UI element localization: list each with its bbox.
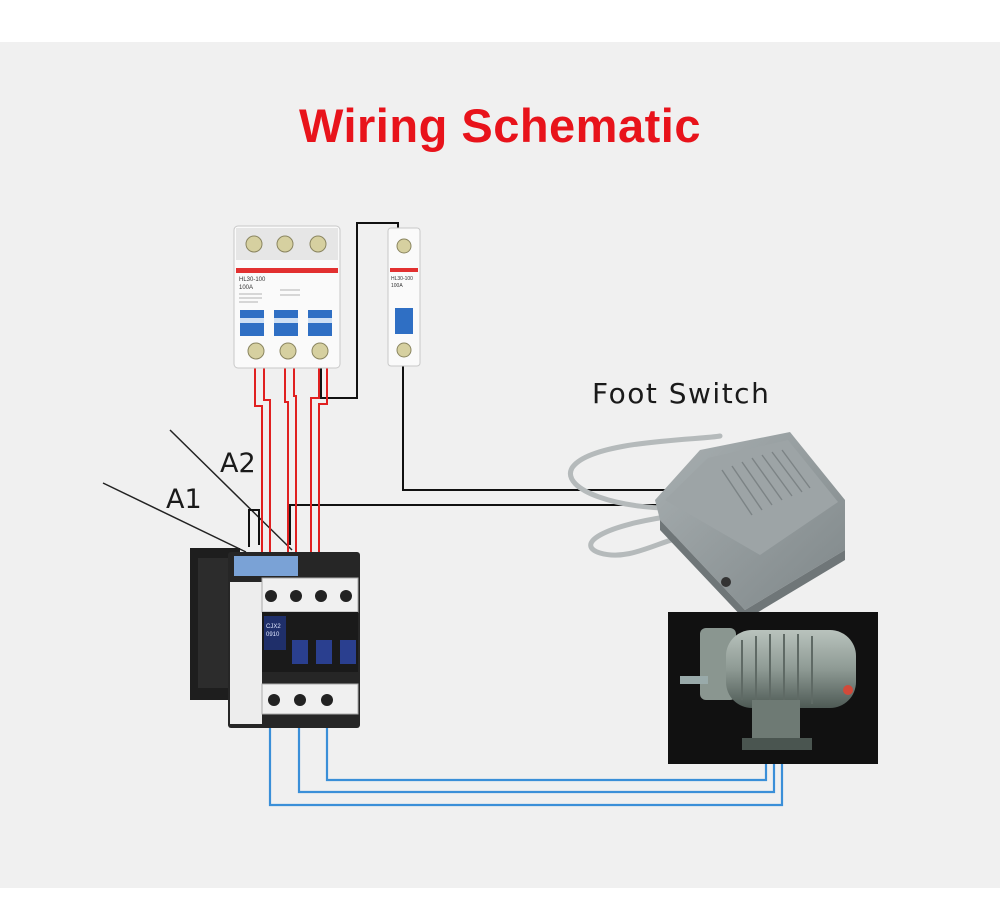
breaker-3p-model: HL30-100: [239, 277, 266, 283]
contactor: CJX2 0910: [190, 548, 360, 728]
breaker-top-screws: [245, 235, 327, 253]
a1-label: A1: [166, 484, 202, 515]
single-pole-breaker: HL30-100 100A: [387, 227, 421, 367]
foot-switch: [568, 432, 845, 620]
diagram-title: Wiring Schematic: [299, 99, 701, 152]
contactor-rating: 0910: [266, 632, 280, 638]
a2-leader-line: [169, 429, 293, 551]
power-wires: [254, 366, 328, 572]
a1-leader-line: [102, 482, 247, 553]
motor-wires: [268, 720, 784, 807]
breaker-bottom-screws: [247, 342, 329, 360]
three-pole-breaker: HL30-100 100A: [233, 225, 341, 369]
breaker-1p-rating: 100A: [391, 283, 403, 289]
foot-switch-label: Foot Switch: [592, 377, 771, 410]
breaker-3p-rating: 100A: [239, 285, 253, 291]
breaker-1p-model: HL30-100: [391, 276, 413, 282]
contactor-model: CJX2: [266, 624, 281, 630]
a2-label: A2: [220, 448, 256, 479]
motor: [668, 612, 878, 764]
contactor-top-terminals: [265, 590, 352, 602]
contactor-bottom-terminals: [268, 694, 333, 706]
